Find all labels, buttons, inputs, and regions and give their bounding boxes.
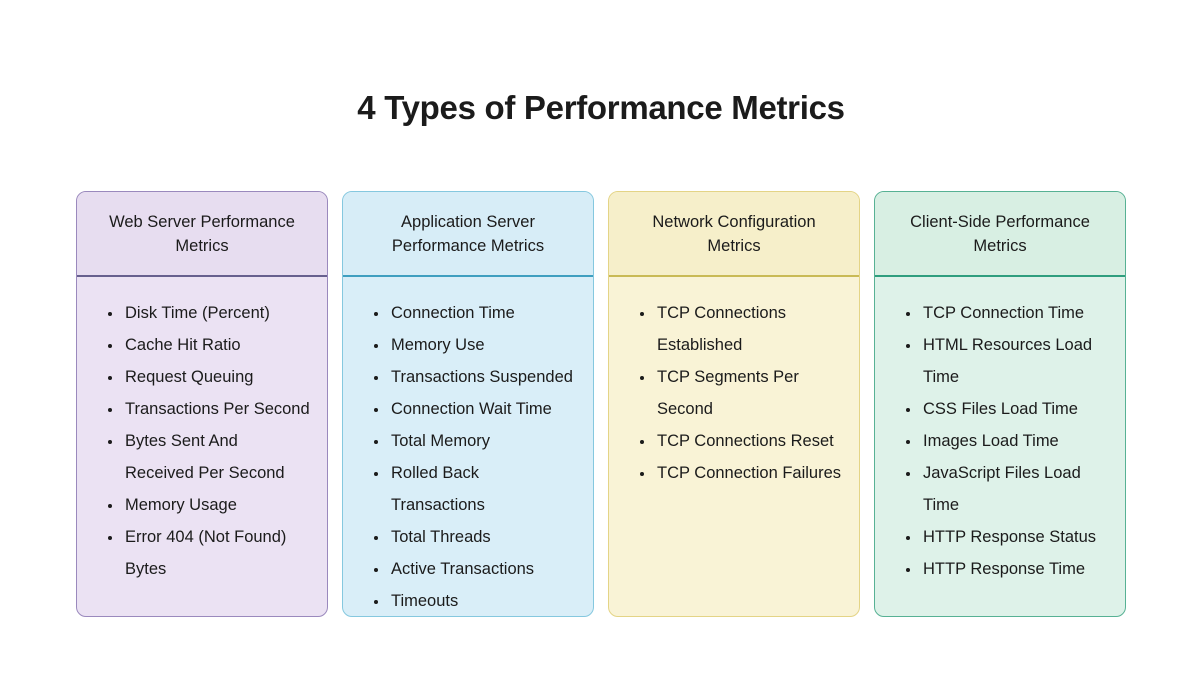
card-header: Network Configuration Metrics [609,192,859,277]
card-title: Web Server Performance Metrics [109,212,295,255]
metric-list-item: Images Load Time [921,425,1109,457]
metric-list-item: Transactions Suspended [389,361,577,393]
card-web-server-metrics: Web Server Performance Metrics Disk Time… [76,191,328,617]
page-title: 4 Types of Performance Metrics [357,89,845,126]
metric-list-item: Rolled Back Transactions [389,457,577,521]
cards-row: Web Server Performance Metrics Disk Time… [0,191,1202,617]
card-title: Client-Side Performance Metrics [910,212,1090,255]
metric-list-item: Bytes Sent And Received Per Second [123,425,311,489]
metric-list-item: JavaScript Files Load Time [921,457,1109,521]
metric-list-item: TCP Connections Reset [655,425,843,457]
card-header: Client-Side Performance Metrics [875,192,1125,277]
metric-list-item: TCP Segments Per Second [655,361,843,425]
metric-list-item: TCP Connections Established [655,297,843,361]
metric-list-item: Disk Time (Percent) [123,297,311,329]
metric-list-item: HTTP Response Time [921,553,1109,585]
metric-list-item: Timeouts [389,585,577,616]
card-metrics-list: Disk Time (Percent)Cache Hit RatioReques… [77,277,327,601]
metric-list-item: Memory Use [389,329,577,361]
metric-list-item: Transactions Per Second [123,393,311,425]
metric-list-item: CSS Files Load Time [921,393,1109,425]
card-metrics-list: TCP Connections EstablishedTCP Segments … [609,277,859,505]
metric-list-item: HTML Resources Load Time [921,329,1109,393]
metric-list-item: Total Memory [389,425,577,457]
card-title: Network Configuration Metrics [652,212,816,255]
card-header: Application Server Performance Metrics [343,192,593,277]
metric-list-item: Connection Wait Time [389,393,577,425]
metric-list-item: Cache Hit Ratio [123,329,311,361]
card-application-server-metrics: Application Server Performance Metrics C… [342,191,594,617]
card-header: Web Server Performance Metrics [77,192,327,277]
metric-list-item: Request Queuing [123,361,311,393]
metric-list-item: Memory Usage [123,489,311,521]
metric-list-item: Connection Time [389,297,577,329]
card-client-side-metrics: Client-Side Performance Metrics TCP Conn… [874,191,1126,617]
card-title: Application Server Performance Metrics [391,212,545,255]
metric-list-item: TCP Connection Failures [655,457,843,489]
card-metrics-list: Connection TimeMemory UseTransactions Su… [343,277,593,616]
metric-list-item: Total Threads [389,521,577,553]
metric-list-item: Error 404 (Not Found) Bytes [123,521,311,585]
metric-list-item: TCP Connection Time [921,297,1109,329]
metric-list-item: Active Transactions [389,553,577,585]
card-metrics-list: TCP Connection TimeHTML Resources Load T… [875,277,1125,601]
card-network-configuration-metrics: Network Configuration Metrics TCP Connec… [608,191,860,617]
metric-list-item: HTTP Response Status [921,521,1109,553]
